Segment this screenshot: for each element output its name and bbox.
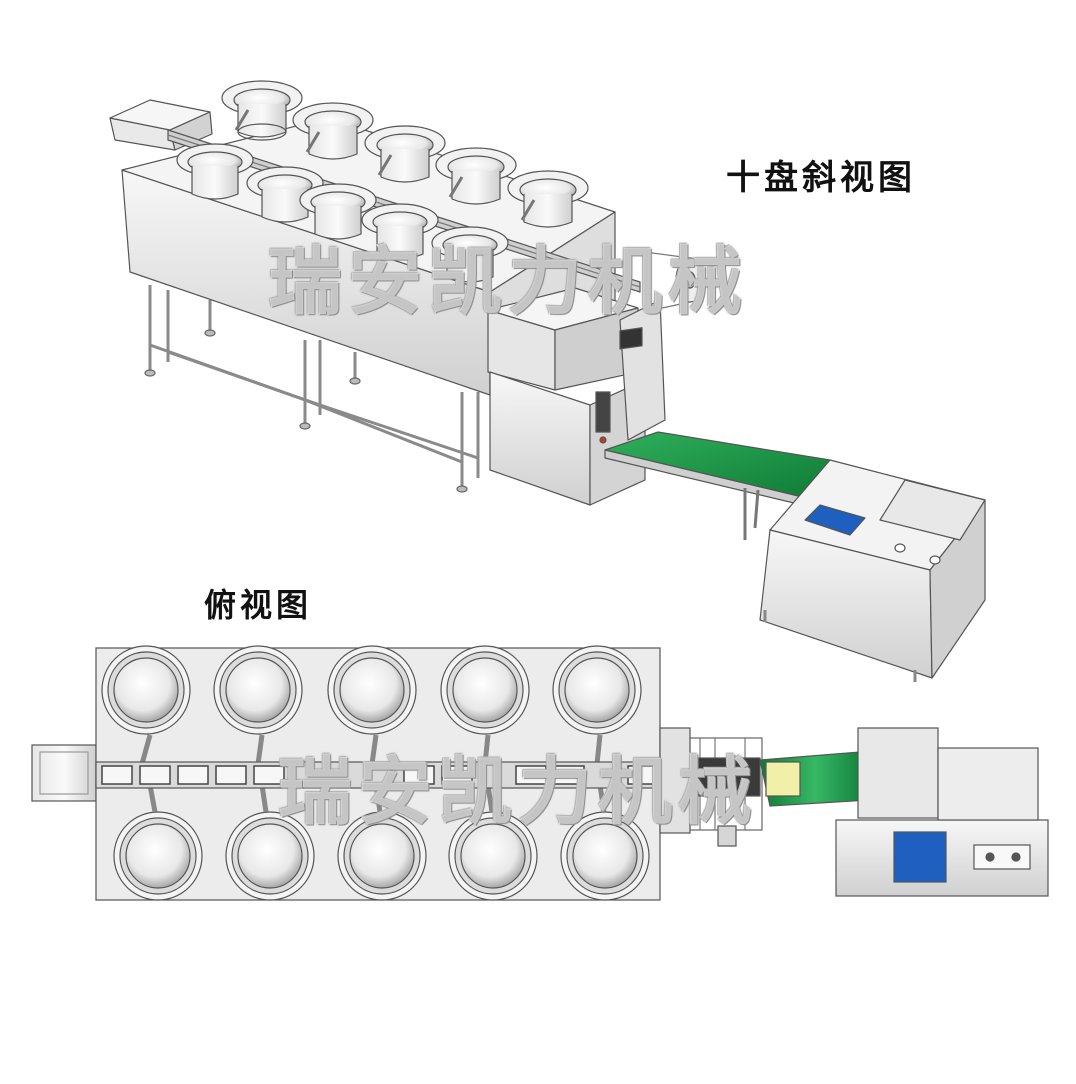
- top-buckets: [101, 765, 659, 785]
- iso-bowl: [176, 143, 254, 200]
- top-bowl: [213, 645, 303, 735]
- iso-frame-legs: [148, 285, 480, 488]
- iso-stop-button: [599, 436, 607, 444]
- iso-bowl: [221, 80, 303, 141]
- isometric-view: [109, 80, 986, 682]
- top-bowls-rear-row: [101, 645, 642, 735]
- iso-bowls-front-row: [176, 143, 509, 283]
- top-station-hood: [857, 727, 939, 819]
- top-packer-dark-zone: [689, 757, 761, 797]
- iso-display-screen: [619, 327, 643, 350]
- watermark-top: 瑞安凯力机械: [268, 239, 748, 325]
- iso-control-panel: [595, 391, 611, 433]
- iso-bowl: [292, 102, 374, 160]
- top-bowl: [440, 645, 530, 735]
- top-hopper: [31, 744, 97, 802]
- iso-bowl: [431, 226, 509, 283]
- iso-bowl: [361, 203, 439, 260]
- iso-station-hood: [879, 479, 986, 541]
- watermark-bottom: 瑞安凯力机械: [278, 749, 758, 835]
- top-bowl: [560, 811, 650, 901]
- iso-frame-feet: [144, 329, 468, 493]
- top-package: [765, 761, 801, 797]
- iso-bowl: [299, 183, 377, 240]
- top-knob-panel: [973, 844, 1031, 870]
- top-bowl: [448, 811, 538, 901]
- top-bowl: [337, 811, 427, 901]
- isometric-view-title: 十盘斜视图: [726, 158, 916, 198]
- iso-output-conveyor: [604, 431, 831, 540]
- iso-bowl: [435, 147, 517, 205]
- top-bowl: [113, 811, 203, 901]
- top-bowl: [327, 645, 417, 735]
- top-view-title: 俯视图: [204, 586, 313, 624]
- top-bowl: [101, 645, 191, 735]
- iso-station-knobs: [894, 543, 941, 565]
- top-bowls-front-row: [113, 811, 650, 901]
- iso-bowl: [364, 125, 446, 183]
- top-blue-panel: [893, 831, 947, 883]
- top-view: [31, 645, 1049, 901]
- top-bowl: [552, 645, 642, 735]
- iso-packer-base-front: [489, 371, 591, 506]
- top-bowl: [225, 811, 315, 901]
- top-packer-body: [659, 727, 691, 834]
- iso-bowl: [507, 170, 589, 228]
- iso-bowl: [246, 166, 324, 223]
- iso-bowls-rear-row: [221, 80, 589, 228]
- top-feed-chutes: [139, 734, 607, 813]
- iso-blue-panel: [804, 504, 866, 536]
